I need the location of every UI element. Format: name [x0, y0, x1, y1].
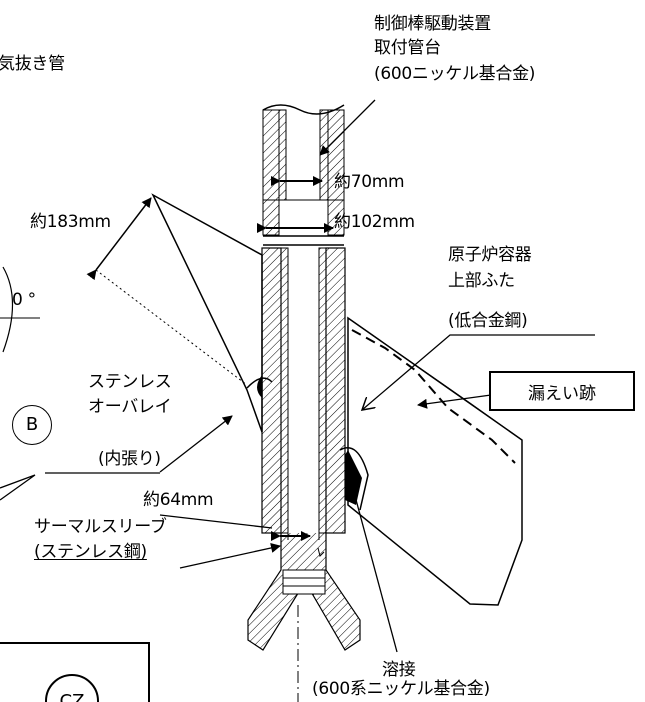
- crdm-upper-tube: [262, 104, 345, 246]
- detail-callout-circle: CZ: [45, 674, 99, 702]
- detail-callout-label: CZ: [59, 691, 85, 702]
- vessel-label-line2: 上部ふた: [448, 271, 515, 291]
- cutoff-top-left-label: 気抜き管: [0, 54, 65, 74]
- detail-b-circle: B: [12, 405, 52, 445]
- vessel-label-line1: 原子炉容器: [448, 245, 532, 265]
- crdm-label-line2: 取付管台: [374, 38, 441, 58]
- sleeve-label-line1: サーマルスリーブ: [34, 517, 167, 537]
- dim-183-label: 約183mm: [30, 212, 111, 232]
- vessel-head-right: [347, 316, 523, 606]
- thermal-sleeve-funnel: [247, 533, 361, 651]
- sleeve-mark: [317, 547, 325, 557]
- detail-callout-box: CZ: [0, 642, 150, 702]
- overlay-label-line3: (内張り): [98, 449, 161, 469]
- crdm-label-line1: 制御棒駆動装置: [374, 14, 491, 34]
- dim-70-label: 約70mm: [334, 172, 405, 192]
- overlay-label-line2: オーバレイ: [88, 397, 172, 417]
- detail-b-label: B: [25, 414, 39, 435]
- weld-label-line1: 溶接: [382, 660, 416, 680]
- dim-102-label: 約102mm: [334, 212, 415, 232]
- dim-183-extension: [95, 269, 248, 386]
- leader-lines: [0, 99, 595, 653]
- leak-mark-box: 漏えい跡: [489, 371, 635, 411]
- crdm-nozzle: [261, 247, 346, 540]
- sleeve-label-line2: (ステンレス鋼): [34, 542, 147, 562]
- vessel-label-line3: (低合金鋼): [448, 311, 528, 331]
- weld-label-line2: (600系ニッケル基合金): [312, 679, 490, 699]
- crdm-label-line3: (600ニッケル基合金): [374, 64, 536, 84]
- overlay-label-line1: ステンレス: [88, 372, 172, 392]
- angle-label: 0 °: [12, 290, 36, 310]
- leak-mark-label: 漏えい跡: [528, 383, 596, 404]
- dim-183-arrow: [86, 197, 152, 281]
- dim-64-label: 約64mm: [143, 490, 214, 510]
